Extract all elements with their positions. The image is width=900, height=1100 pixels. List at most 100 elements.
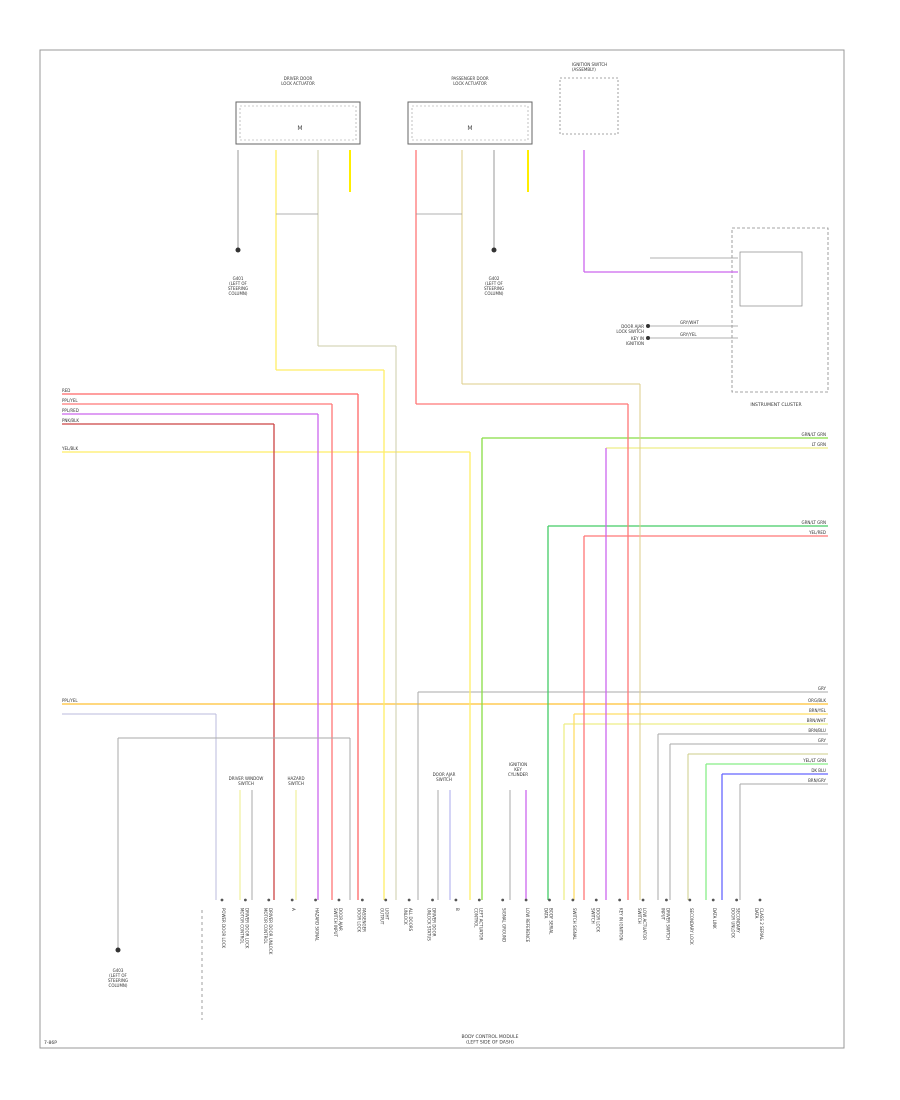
svg-text:BRN/BLU: BRN/BLU: [808, 728, 826, 733]
bcm-pin-dot: [571, 898, 575, 902]
bcm-pin-row: POWER DOOR LOCK DRIVER DOOR LOCKMOTOR CON…: [220, 898, 764, 955]
lower-wire-labels: PPL/YEL GRY ORG/BLK BRN/YEL BRN/WHT BRN/…: [62, 686, 827, 783]
diagram-frame: [39, 49, 845, 1049]
ignition-switch: IGNITION SWITCH(ASSEMBLY): [559, 62, 619, 135]
right-wire-bus: [482, 437, 828, 537]
bcm-pin-dot: [594, 898, 598, 902]
svg-text:YEL/RED: YEL/RED: [808, 530, 826, 535]
bcm-pin-dot: [711, 898, 715, 902]
vertical-wires: [117, 150, 741, 950]
instrument-cluster-label: INSTRUMENT CLUSTER: [750, 402, 801, 408]
bcm-pin-label: KEY IN IGNITION: [619, 908, 624, 941]
svg-text:YEL/BLK: YEL/BLK: [61, 446, 79, 451]
bcm-pin-label: POWER DOOR LOCK: [221, 908, 226, 949]
bcm-pin-label: CLASS 2 SERIALDATA: [754, 908, 764, 941]
bcm-pin-label: DRIVER DOOR LOCKMOTOR CONTROL: [239, 908, 249, 949]
bcm-pin-dot: [220, 898, 224, 902]
svg-text:M: M: [467, 125, 472, 132]
bcm-pin-dot: [641, 898, 645, 902]
lower-wire-bus: [62, 691, 828, 900]
bcm-pin-label: SECONDARY LOCK: [689, 908, 694, 945]
bcm-pin-dot: [431, 898, 434, 902]
bcm-pin-dot: [735, 898, 739, 902]
svg-text:RED: RED: [62, 388, 70, 393]
bcm-pin-dot: [290, 898, 294, 902]
svg-text:PPL/RED: PPL/RED: [62, 408, 79, 413]
bcm-pin-dot: [267, 898, 271, 902]
bcm-pin-dot: [501, 898, 505, 902]
bcm-pin-label: DRIVER DOOR UNLOCKMOTOR CONTROL: [263, 908, 273, 955]
svg-text:BRN/GRY: BRN/GRY: [808, 778, 826, 783]
footer-code: 7-86P: [44, 1040, 57, 1046]
bcm-pin-label: PASSENGERDOOR LOCK: [356, 908, 366, 932]
svg-text:GRY/WHT: GRY/WHT: [680, 320, 699, 325]
svg-text:BRN/YEL: BRN/YEL: [809, 708, 827, 713]
svg-text:GRY: GRY: [818, 686, 827, 691]
bcm-pin-label: BODY SERIALDATA: [543, 908, 553, 935]
bcm-pin-label: LOW REFERENCE: [525, 908, 530, 943]
bcm-pin-label: SIGNAL GROUND: [502, 908, 507, 942]
bcm-pin-dot: [454, 898, 458, 902]
svg-text:ORG/BLK: ORG/BLK: [808, 698, 826, 703]
svg-text:BRN/WHT: BRN/WHT: [807, 718, 827, 723]
left-wire-bus: [62, 393, 470, 453]
right-wire-labels: GRN/LT GRN LT GRN GRN/LT GRN YEL/RED: [802, 432, 826, 535]
left-wire-labels: RED PPL/YEL PPL/RED PNK/BLK YEL/BLK: [61, 388, 79, 451]
bcm-pin-label: LEFT ACTUATORCONTROL: [473, 908, 483, 941]
svg-text:LT GRN: LT GRN: [812, 442, 826, 447]
bcm-pin-dot: [548, 898, 551, 902]
svg-text:PPL/YEL: PPL/YEL: [62, 698, 78, 703]
svg-text:GRY/YEL: GRY/YEL: [680, 332, 697, 337]
bcm-pin-label: DRIVER DOORUNLOCK STATUS: [427, 908, 437, 941]
svg-text:GRN/LT GRN: GRN/LT GRN: [802, 520, 826, 525]
bcm-pin-label: ALL DOORSUNLOCK: [403, 908, 413, 932]
svg-text:GRN/LT GRN: GRN/LT GRN: [802, 432, 826, 437]
bcm-pin-dot: [688, 898, 692, 902]
bcm-pin-label: HAZARD SIGNAL: [315, 908, 320, 942]
bcm-pin-dot: [618, 898, 622, 902]
bcm-pin-dot: [477, 898, 481, 902]
bcm-pin-label: A: [291, 908, 296, 911]
svg-text:DK BLU: DK BLU: [811, 768, 826, 773]
svg-text:DOOR AJARSWITCH: DOOR AJARSWITCH: [433, 772, 456, 782]
svg-text:GRY: GRY: [818, 738, 827, 743]
bcm-pin-label: SECONDARYDOOR UNLOCK: [731, 908, 741, 938]
svg-text:PNK/BLK: PNK/BLK: [62, 418, 79, 423]
bcm-pin-label: DATA LINK: [712, 908, 717, 929]
instrument-cluster: INSTRUMENT CLUSTER: [731, 227, 829, 408]
bcm-pin-dot: [384, 898, 388, 902]
bcm-pin-label: LOW ACTUATORSWITCH: [637, 908, 647, 940]
bcm-pin-dot: [524, 898, 528, 902]
bcm-pin-label: DOOR LOCKSWITCH: [590, 908, 600, 932]
bcm-pin-dot: [314, 898, 317, 902]
bcm-pin-label: DOOR AJARSWITCH INPUT: [333, 908, 343, 937]
bcm-pin-label: DRIVER SWITCHINPUT: [660, 908, 670, 940]
bcm-pin-dot: [665, 898, 668, 902]
svg-text:PPL/YEL: PPL/YEL: [62, 398, 78, 403]
bcm-pin-label: SWITCH SIGNAL: [572, 908, 577, 941]
bcm-pin-dot: [243, 898, 247, 902]
bcm-label: BODY CONTROL MODULE(LEFT SIDE OF DASH): [462, 1034, 519, 1046]
bcm-pin-label: LIGHTOUTPUT: [380, 908, 390, 925]
bcm-pin-label: B: [455, 908, 460, 911]
bcm-pin-dot: [337, 898, 341, 902]
svg-text:M: M: [297, 125, 302, 132]
bcm-pin-dot: [360, 898, 364, 902]
bcm-pin-dot: [407, 898, 411, 902]
